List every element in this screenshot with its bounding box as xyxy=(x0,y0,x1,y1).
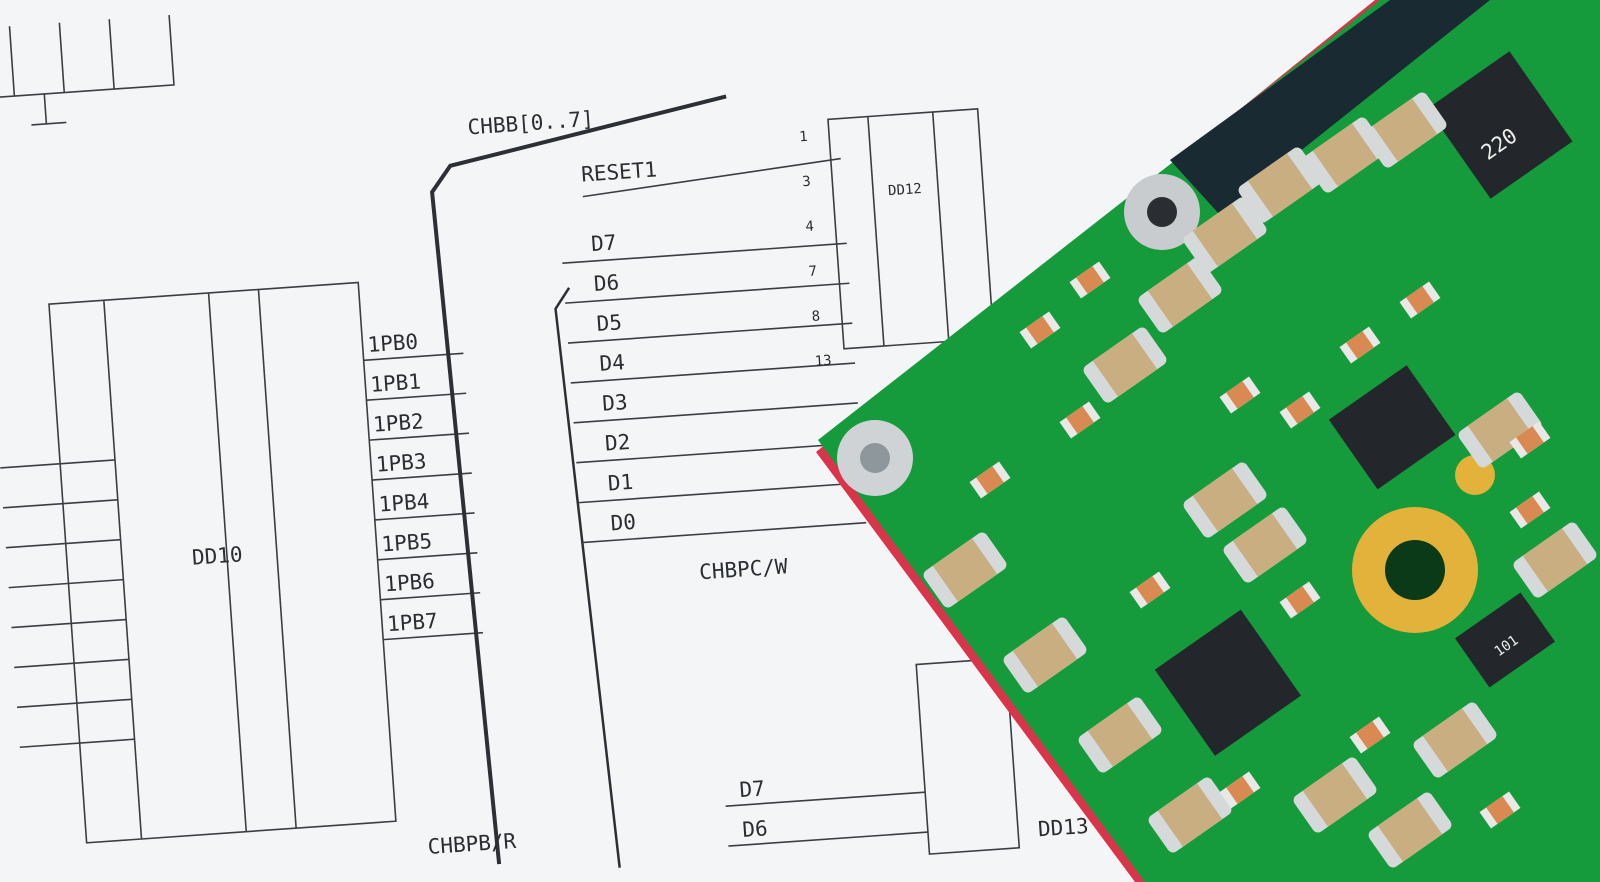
data-line-label: D3 xyxy=(601,390,628,416)
data-line-label: D6 xyxy=(742,816,769,842)
pin-label: 1PB7 xyxy=(386,609,438,636)
pin-label: 1PB1 xyxy=(370,369,422,396)
resistor xyxy=(1129,571,1171,609)
capacitor xyxy=(1513,522,1597,598)
capacitor xyxy=(1413,702,1497,778)
resistor xyxy=(1059,401,1101,439)
pin-number: 8 xyxy=(811,308,821,325)
pin-label: 1PB2 xyxy=(372,409,424,436)
resistor xyxy=(1339,326,1381,364)
capacitor xyxy=(1293,757,1377,833)
resistor xyxy=(1479,791,1521,829)
pin-number: 4 xyxy=(805,219,815,236)
wire xyxy=(570,362,856,384)
capacitor xyxy=(1458,392,1542,468)
data-line-label: D2 xyxy=(604,430,631,456)
capacitor xyxy=(1148,777,1232,853)
pin-label: 1PB3 xyxy=(375,449,427,476)
wire xyxy=(16,698,132,709)
ic-chip xyxy=(1328,365,1456,490)
resistor xyxy=(1509,421,1551,459)
data-line-label: D4 xyxy=(599,350,626,376)
resistor xyxy=(1349,716,1391,754)
wire xyxy=(579,481,864,504)
pin-label: 1PB4 xyxy=(378,489,430,516)
chip-label-dd12: DD12 xyxy=(888,181,923,199)
data-line-label: D5 xyxy=(596,310,623,336)
wire xyxy=(576,442,861,464)
wire xyxy=(565,282,850,304)
capacitor xyxy=(1183,462,1267,538)
wire xyxy=(725,791,926,807)
pin-number: 7 xyxy=(808,263,818,280)
capacitor xyxy=(1368,792,1452,868)
wire xyxy=(380,591,481,601)
pin-number: 13 xyxy=(814,353,832,370)
pin-label: 1PB5 xyxy=(381,529,433,556)
ic-chip xyxy=(1154,609,1301,756)
data-line-label: D0 xyxy=(610,510,637,536)
wire xyxy=(14,658,130,669)
wire xyxy=(369,432,470,441)
wire xyxy=(8,578,124,589)
wire xyxy=(562,242,847,265)
reset-label: RESET1 xyxy=(580,157,657,186)
capacitor xyxy=(1238,147,1322,223)
capacitor xyxy=(923,532,1007,608)
wire xyxy=(371,472,472,481)
pin-label: 1PB0 xyxy=(367,330,419,357)
capacitor xyxy=(1223,507,1307,583)
capacitor xyxy=(1083,327,1167,403)
resistor xyxy=(1509,491,1551,529)
resistor xyxy=(1219,771,1261,809)
wire xyxy=(728,831,928,847)
capacitor xyxy=(1183,197,1267,273)
wire xyxy=(3,499,118,509)
wire xyxy=(19,738,135,749)
wire xyxy=(383,631,483,641)
data-line-label: D1 xyxy=(607,470,634,496)
resistor xyxy=(969,461,1011,499)
wire xyxy=(366,392,467,402)
resistor xyxy=(1399,281,1441,319)
pin-label: 1PB6 xyxy=(384,569,436,596)
wire xyxy=(0,459,116,469)
wire xyxy=(377,552,478,561)
resistor xyxy=(1069,261,1111,299)
capacitor xyxy=(1003,617,1087,693)
data-line-label: D7 xyxy=(739,776,766,802)
chip-label-dd10: DD10 xyxy=(191,542,243,569)
wire xyxy=(11,618,127,629)
pin-number: 3 xyxy=(802,174,812,191)
wire xyxy=(573,402,858,424)
pin-number: 1 xyxy=(799,129,809,146)
resistor xyxy=(1279,581,1321,619)
capacitor xyxy=(1363,92,1447,168)
data-line-label: D7 xyxy=(590,230,617,256)
wire xyxy=(5,538,121,549)
resistor xyxy=(1279,391,1321,429)
pin-header xyxy=(1170,0,1490,215)
data-line-label: D6 xyxy=(593,270,620,296)
chip-label-dd13: DD13 xyxy=(1037,814,1089,841)
capacitor xyxy=(1078,697,1162,773)
wire xyxy=(374,512,475,521)
resistor xyxy=(1019,311,1061,349)
capacitor xyxy=(1138,257,1222,333)
resistor xyxy=(1219,376,1261,414)
pcb-board: 220 101 xyxy=(816,0,1600,882)
wire xyxy=(567,322,853,344)
wire xyxy=(581,521,867,544)
